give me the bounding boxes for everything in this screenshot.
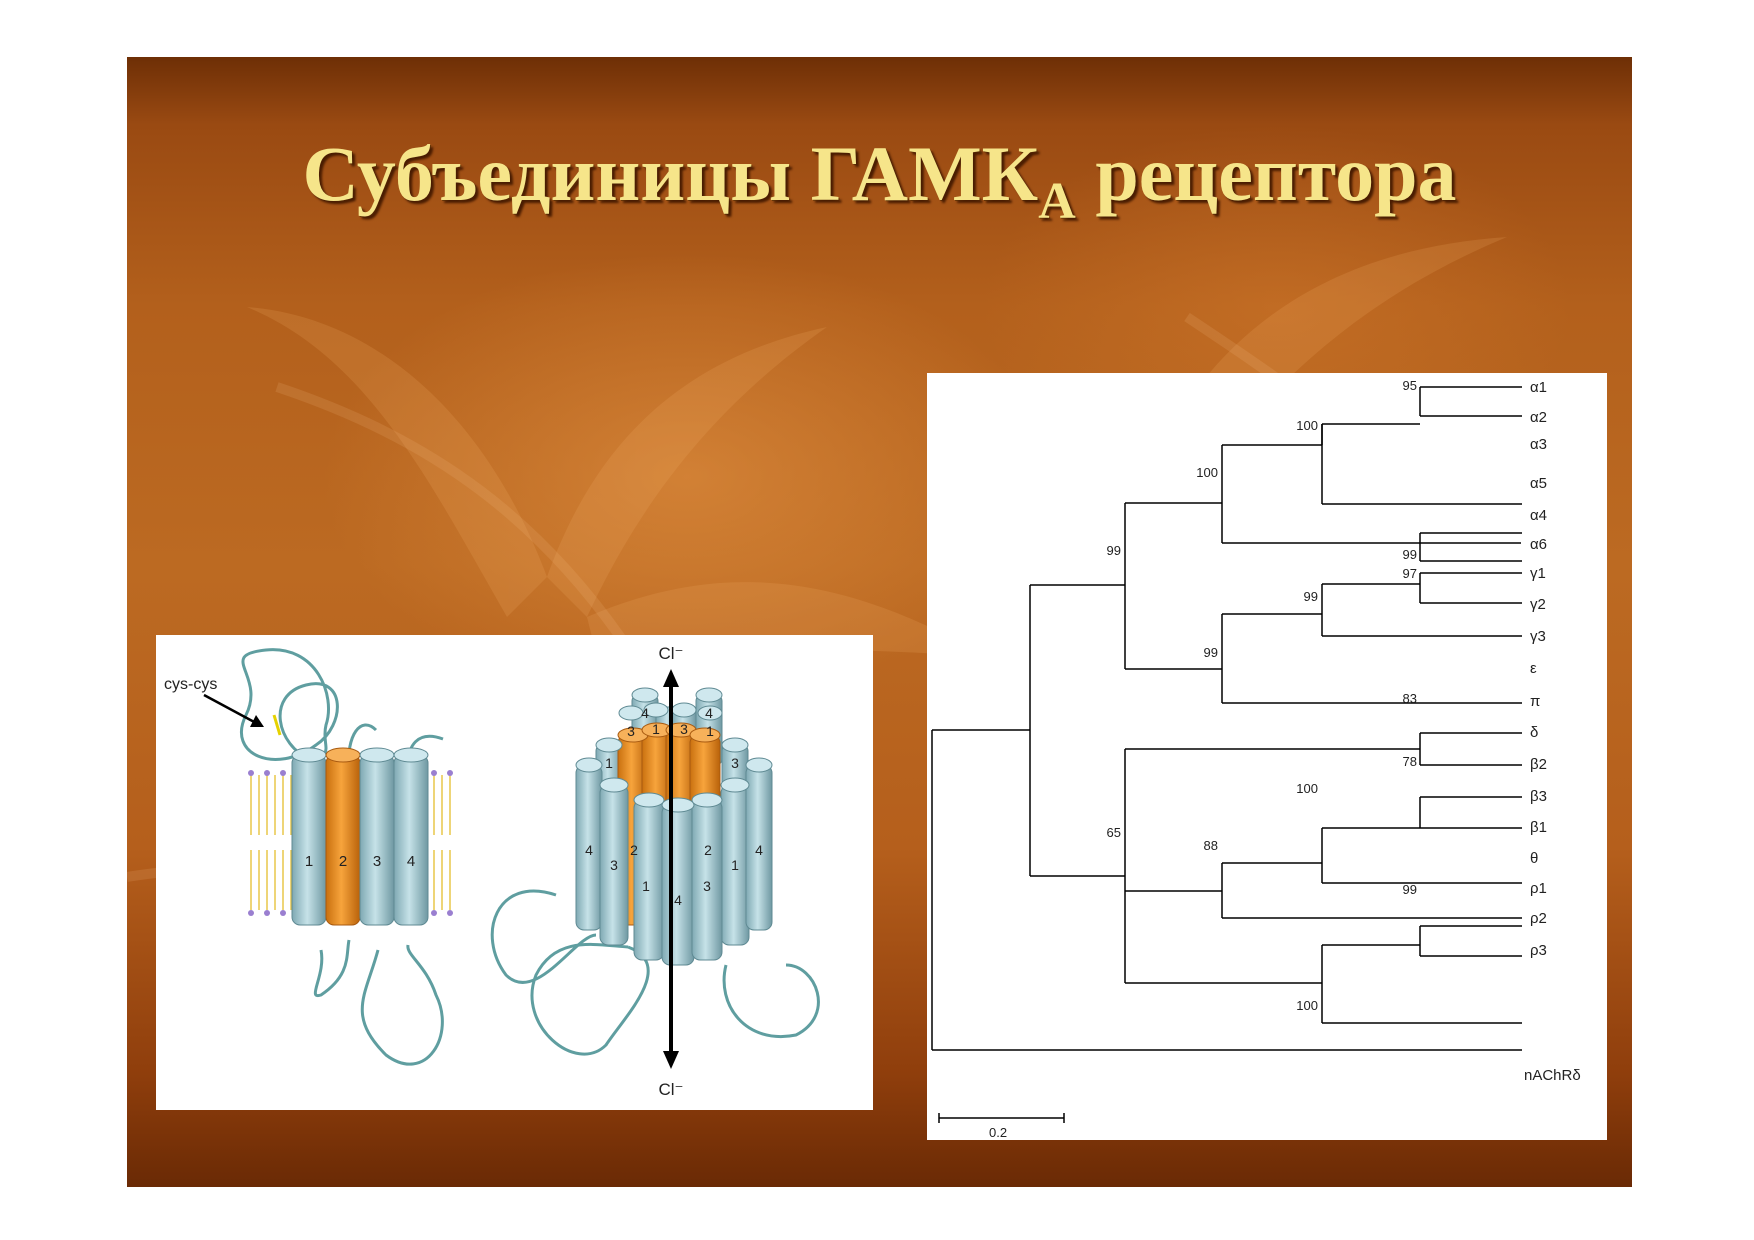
title-tail: рецептора xyxy=(1075,130,1457,217)
disulfide-arrow xyxy=(203,693,264,727)
bootstrap-value: 100 xyxy=(1196,465,1218,480)
title-subscript: A xyxy=(1038,173,1076,230)
bootstrap-value: 99 xyxy=(1403,547,1417,562)
tree-leaf-labels: α1 α2 α3 α5 α4 α6 γ1 γ2 γ3 ε π δ β2 β3 β… xyxy=(1524,379,1581,1084)
helix-number: 1 xyxy=(652,721,660,737)
helix-label: 4 xyxy=(407,853,415,870)
helix-number: 2 xyxy=(704,842,712,858)
helix-label: 3 xyxy=(373,853,381,870)
leaf-label: β3 xyxy=(1530,788,1547,805)
helix-number: 4 xyxy=(641,705,649,721)
leaf-label: α6 xyxy=(1530,536,1547,553)
slide-title: Субъединицы ГАМКA рецептора xyxy=(127,129,1632,231)
title-main: Субъединицы ГАМК xyxy=(302,130,1039,217)
leaf-label: ρ2 xyxy=(1530,910,1547,927)
helix-number: 3 xyxy=(731,755,739,771)
leaf-label: α1 xyxy=(1530,379,1547,396)
helix-number: 4 xyxy=(705,705,713,721)
bootstrap-value: 99 xyxy=(1204,645,1218,660)
bootstrap-value: 95 xyxy=(1403,378,1417,393)
helix-number: 4 xyxy=(755,842,763,858)
bootstrap-value: 83 xyxy=(1403,691,1417,706)
helix-number: 1 xyxy=(731,857,739,873)
helix-number: 2 xyxy=(630,842,638,858)
ion-label-bottom: Cl⁻ xyxy=(658,1080,683,1099)
pentamer-channel xyxy=(575,687,773,966)
helix-number: 3 xyxy=(680,721,688,737)
leaf-label: π xyxy=(1530,693,1540,710)
bootstrap-value: 100 xyxy=(1296,998,1318,1013)
helix-number: 3 xyxy=(627,723,635,739)
helix-label: 2 xyxy=(339,853,347,870)
bootstrap-value: 99 xyxy=(1107,543,1121,558)
bootstrap-value: 100 xyxy=(1296,781,1318,796)
bootstrap-value: 99 xyxy=(1403,882,1417,897)
leaf-label: α5 xyxy=(1530,475,1547,492)
scale-label: 0.2 xyxy=(989,1125,1007,1140)
helix-label: 1 xyxy=(305,853,313,870)
leaf-label: ρ3 xyxy=(1530,942,1547,959)
helix-number: 1 xyxy=(642,878,650,894)
bootstrap-value: 100 xyxy=(1296,418,1318,433)
phylogenetic-tree-figure: α1 α2 α3 α5 α4 α6 γ1 γ2 γ3 ε π δ β2 β3 β… xyxy=(927,373,1607,1140)
leaf-label: β1 xyxy=(1530,819,1547,836)
helix-number: 1 xyxy=(605,755,613,771)
single-subunit-helices: 1 2 3 4 xyxy=(291,747,429,926)
leaf-label: α2 xyxy=(1530,409,1547,426)
ion-label-top: Cl⁻ xyxy=(658,644,683,663)
helix-number: 4 xyxy=(674,892,682,908)
bootstrap-value: 99 xyxy=(1304,589,1318,604)
bootstrap-value: 97 xyxy=(1403,566,1417,581)
leaf-label: δ xyxy=(1530,724,1538,741)
leaf-label: α3 xyxy=(1530,436,1547,453)
receptor-topology-figure: 1 2 3 4 cys-cys xyxy=(156,635,873,1110)
bootstrap-value: 78 xyxy=(1403,754,1417,769)
leaf-label: γ2 xyxy=(1530,596,1546,613)
disulfide-label: cys-cys xyxy=(164,676,217,693)
leaf-label: β2 xyxy=(1530,756,1547,773)
helix-number: 1 xyxy=(706,723,714,739)
tree-branches xyxy=(931,386,1522,1051)
bootstrap-value: 88 xyxy=(1204,838,1218,853)
leaf-label: γ3 xyxy=(1530,628,1546,645)
leaf-label: ρ1 xyxy=(1530,880,1547,897)
bootstrap-value: 65 xyxy=(1107,825,1121,840)
pentamer-loops xyxy=(490,889,820,1056)
leaf-label: nAChRδ xyxy=(1524,1067,1581,1084)
subunit-loops xyxy=(239,648,444,1066)
receptor-topology-svg: 1 2 3 4 cys-cys xyxy=(164,644,820,1099)
helix-number: 3 xyxy=(703,878,711,894)
bootstrap-values: 95 100 100 99 99 97 99 99 83 78 100 88 6… xyxy=(1107,378,1417,1013)
helix-number: 4 xyxy=(585,842,593,858)
leaf-label: γ1 xyxy=(1530,565,1546,582)
phylogenetic-tree-svg: α1 α2 α3 α5 α4 α6 γ1 γ2 γ3 ε π δ β2 β3 β… xyxy=(931,378,1581,1140)
disulfide-bond xyxy=(272,714,282,736)
leaf-label: α4 xyxy=(1530,507,1547,524)
leaf-label: ε xyxy=(1530,660,1537,677)
helix-number: 3 xyxy=(610,857,618,873)
leaf-label: θ xyxy=(1530,850,1538,867)
ion-flow-arrow xyxy=(663,669,679,1069)
scale-bar xyxy=(938,1113,1065,1123)
